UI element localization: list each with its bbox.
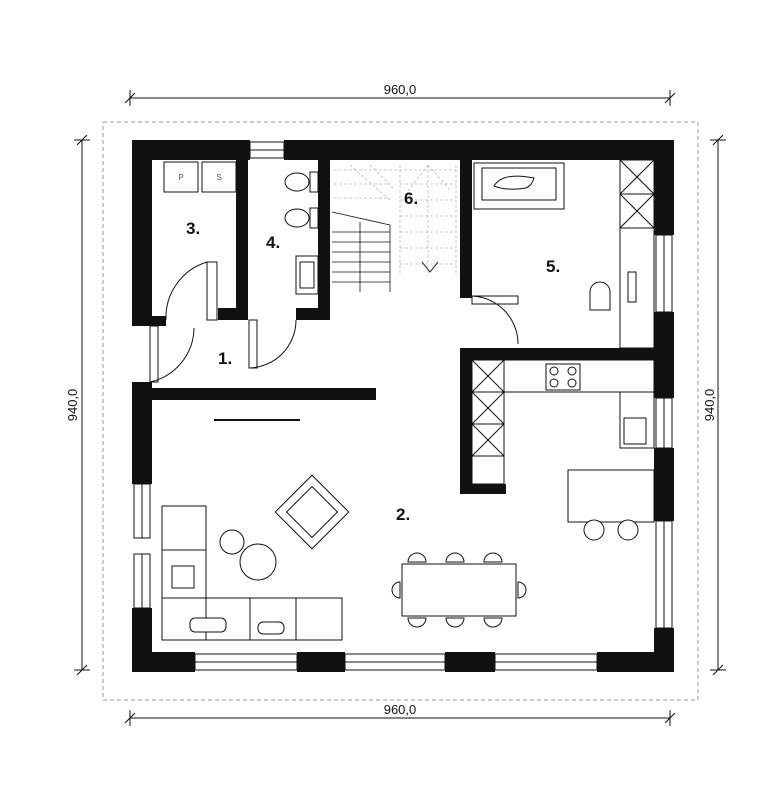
- room-label-1: 1.: [218, 349, 232, 368]
- dimension-bottom-label: 960,0: [384, 702, 417, 717]
- tall-cabinets: [471, 359, 505, 485]
- interior-walls: [132, 160, 654, 494]
- coffee-table-large: [239, 543, 277, 581]
- dining-set: [391, 552, 527, 628]
- monitor: [627, 271, 637, 303]
- pillow-icon: [493, 175, 535, 190]
- windows: [133, 141, 673, 671]
- dining-table: [401, 563, 517, 617]
- bar-stool-2: [617, 519, 639, 541]
- toilet-tank: [309, 171, 319, 193]
- dimension-top-label: 960,0: [384, 82, 417, 97]
- dimension-left-label: 940,0: [65, 389, 80, 422]
- appliance-s: [201, 161, 237, 193]
- dimension-top: 960,0: [124, 82, 676, 106]
- living-furniture: [161, 474, 350, 641]
- sofa-cushion: [171, 565, 195, 589]
- room5-furniture: [473, 159, 655, 349]
- plot-outline: [102, 121, 699, 701]
- sink-basin: [299, 261, 315, 289]
- dimension-right-label: 940,0: [702, 389, 717, 422]
- sofa-pillow-1: [189, 617, 227, 633]
- room-label-6: 6.: [404, 189, 418, 208]
- room-label-2: 2.: [396, 505, 410, 524]
- appliance-s-label: S: [216, 173, 221, 182]
- staircase: [331, 211, 391, 292]
- staircase-above: [334, 164, 457, 276]
- exterior-walls: [132, 140, 674, 672]
- bathroom-fixtures: [284, 171, 319, 295]
- kitchen-sink: [623, 417, 647, 445]
- dimension-left: 940,0: [65, 134, 90, 676]
- kitchen: [471, 359, 655, 541]
- sofa-pillow-2: [257, 621, 285, 635]
- stair-arrow-icon: [421, 261, 439, 273]
- kitchen-island: [567, 469, 655, 523]
- desk-chair: [589, 281, 611, 311]
- dimension-right: 940,0: [702, 134, 726, 676]
- dimension-bottom: 960,0: [124, 702, 676, 726]
- room-label-5: 5.: [546, 257, 560, 276]
- bar-stool-1: [583, 519, 605, 541]
- bidet-tank: [309, 207, 319, 229]
- toilet-icon: [284, 172, 310, 192]
- room-label-4: 4.: [266, 233, 280, 252]
- room-label-3: 3.: [186, 219, 200, 238]
- utility-appliances: P S: [163, 161, 237, 193]
- doors: [149, 261, 519, 383]
- bidet-icon: [284, 208, 310, 228]
- sofa-bottom: [161, 597, 343, 641]
- coffee-table-small: [219, 529, 245, 555]
- desk: [619, 227, 655, 349]
- appliance-p: [163, 161, 199, 193]
- appliance-p-label: P: [178, 173, 183, 182]
